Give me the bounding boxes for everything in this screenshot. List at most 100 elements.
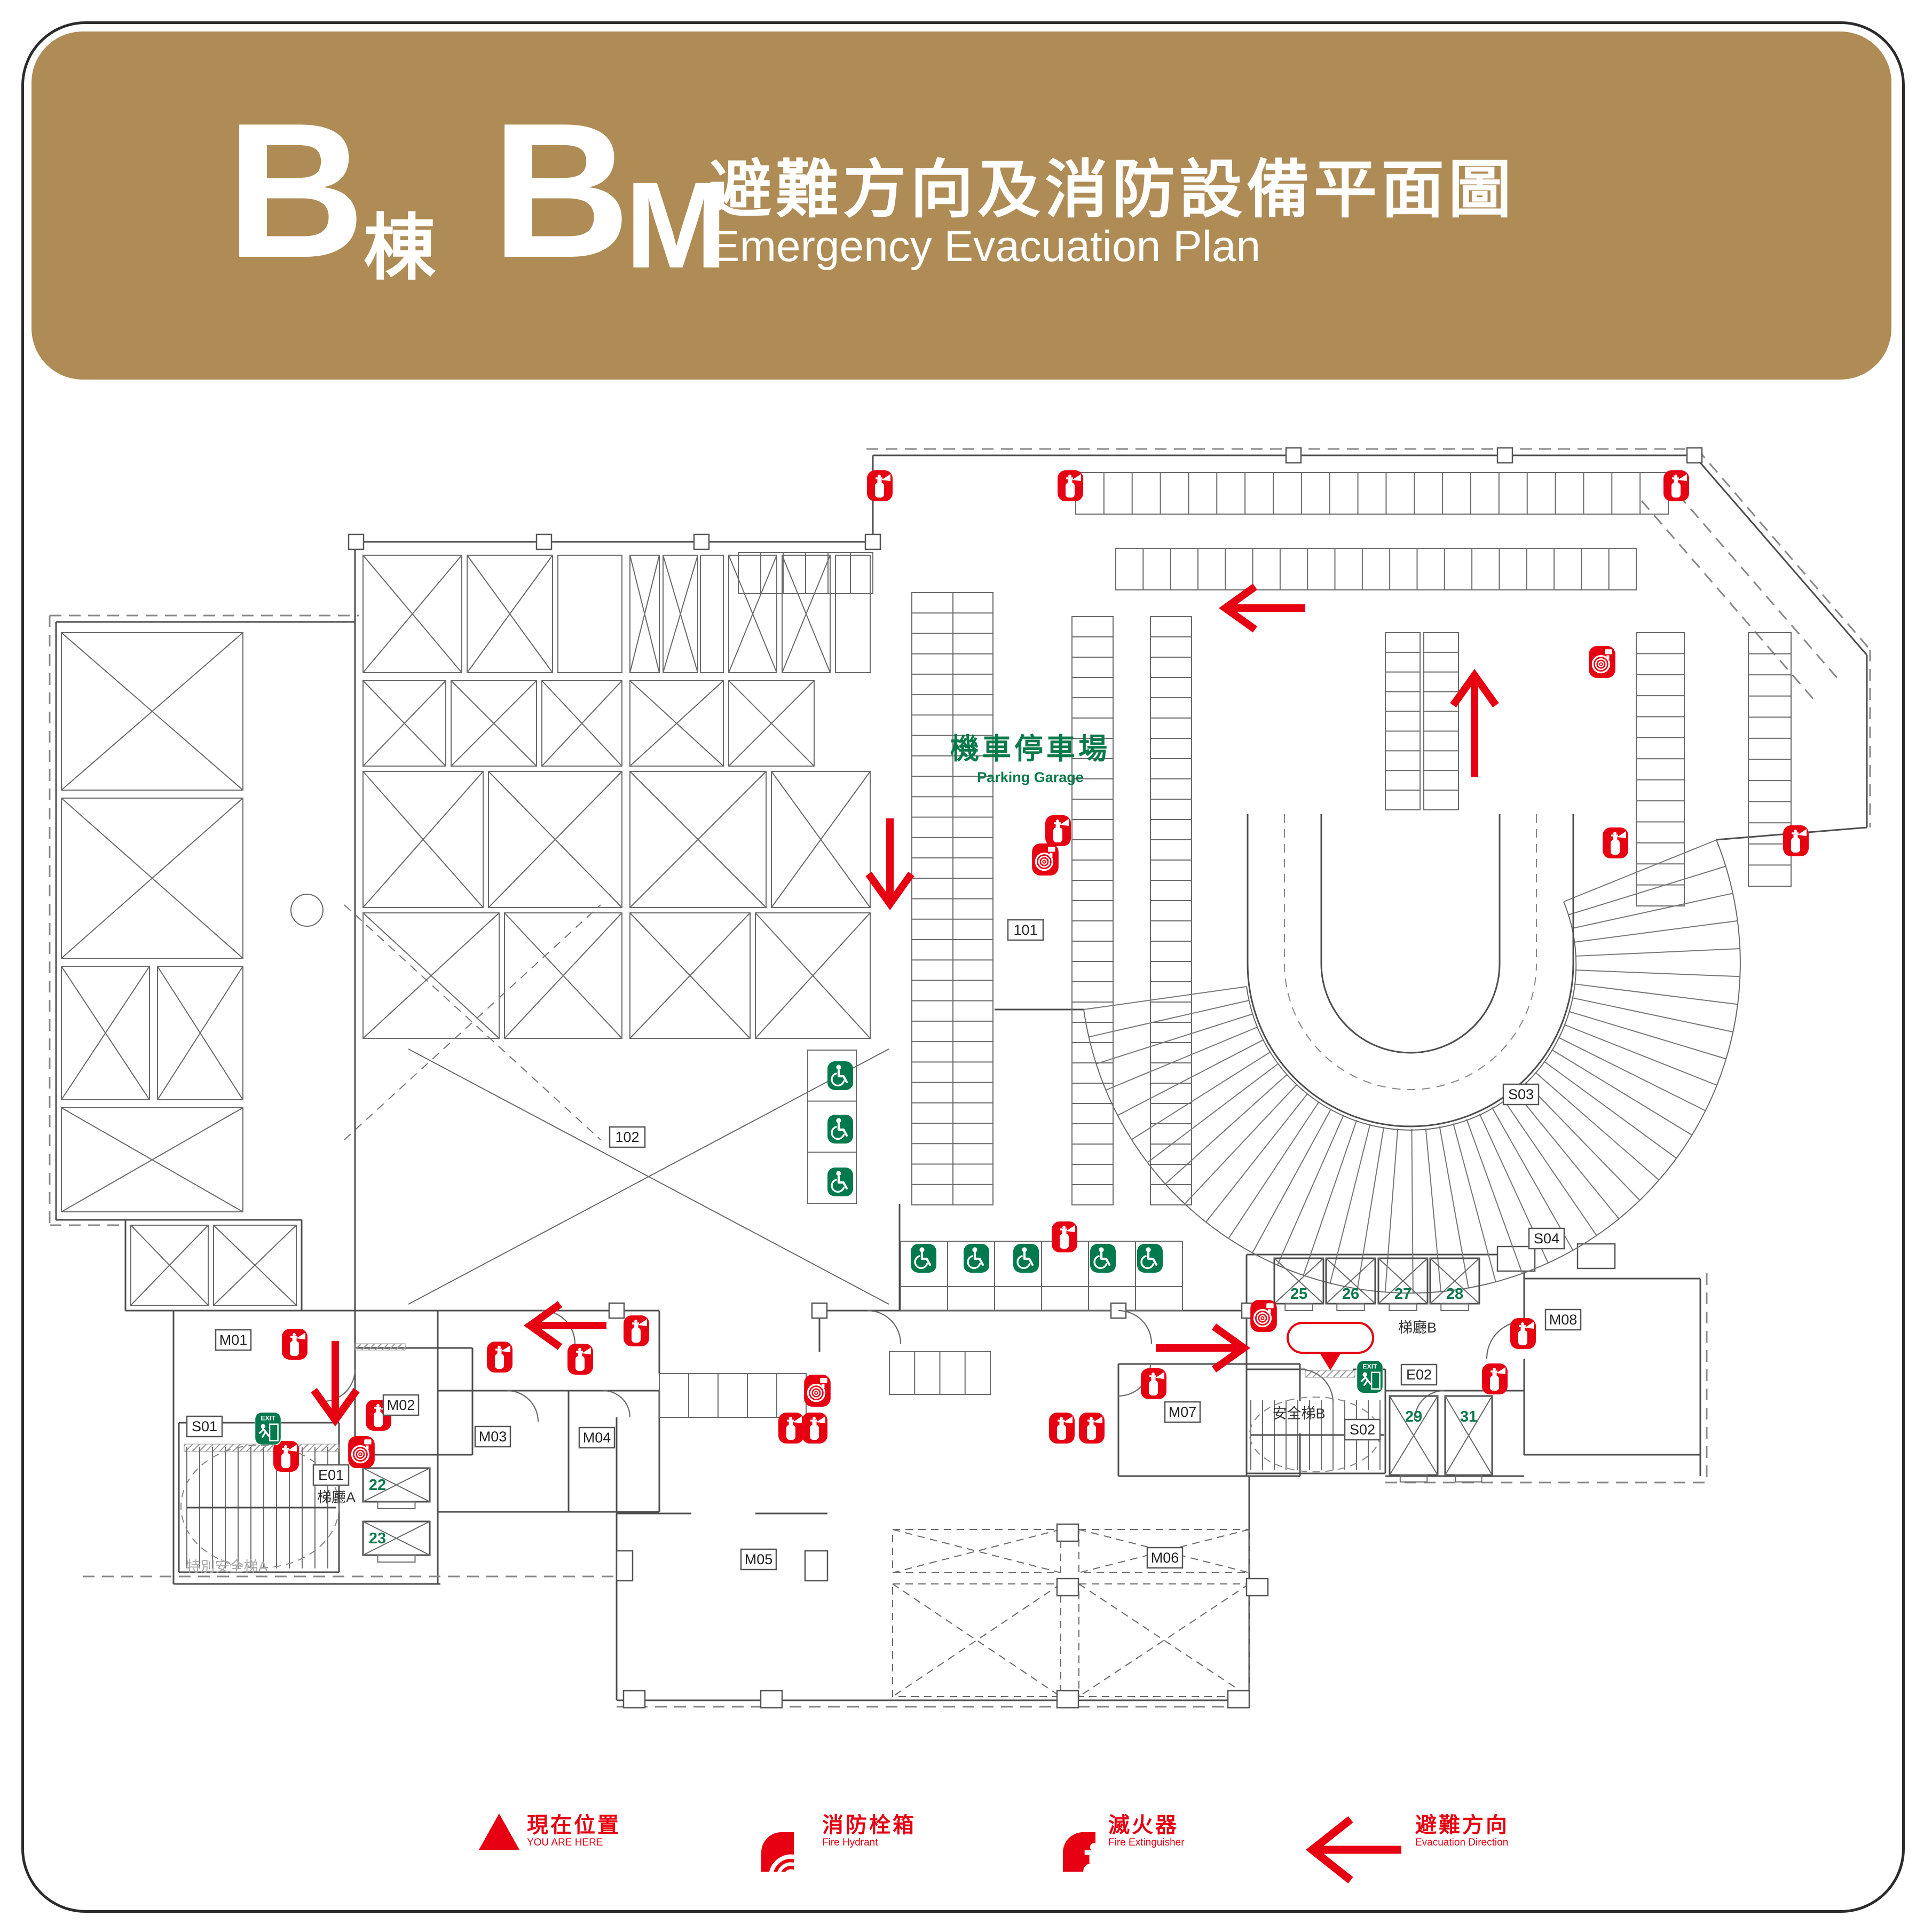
legend-zh: 消防栓箱 [822, 1813, 916, 1837]
accessible-parking-icon [1090, 1244, 1116, 1273]
elevator-number: 27 [1394, 1286, 1412, 1303]
fire-extinguisher-icon [487, 1342, 512, 1373]
plan-arrows [311, 583, 1499, 1427]
elevator-number: 22 [369, 1477, 386, 1494]
accessible-parking-icon [964, 1244, 989, 1273]
legend-zh: 現在位置 [527, 1813, 621, 1837]
room-label-S04: S04 [1534, 1231, 1559, 1247]
exit-icon [255, 1412, 281, 1445]
legend-fire-extinguisher [1030, 1793, 1095, 1874]
exit-icon [1357, 1360, 1383, 1393]
accessible-parking-icon [1137, 1244, 1163, 1273]
fire-hydrant-icon [1031, 843, 1059, 876]
legend-zh: 滅火器 [1108, 1813, 1179, 1837]
fire-extinguisher-icon [1045, 815, 1071, 846]
fire-extinguisher-icon [1482, 1363, 1508, 1394]
fire-extinguisher-icon [1141, 1368, 1166, 1399]
floor-suffix: M [625, 156, 728, 294]
legend-en: Fire Hydrant [822, 1837, 878, 1848]
room-label-E01: E01 [318, 1467, 344, 1483]
plan-elevators [362, 1257, 1493, 1563]
area-label: 梯廳B [1398, 1320, 1437, 1336]
accessible-parking-icon [827, 1168, 853, 1196]
plan-walls [55, 454, 1868, 1701]
fire-extinguisher-icon [778, 1413, 804, 1444]
room-label-S03: S03 [1508, 1086, 1534, 1102]
plan-stairs [180, 1397, 1384, 1568]
legend-en: Evacuation Direction [1415, 1837, 1509, 1848]
plan-labels: 機車停車場 Parking Garage 101 102 S03S04M01M02M03… [186, 733, 1582, 1575]
fire-extinguisher-icon [282, 1329, 307, 1360]
plan-boundaries [49, 448, 1871, 1708]
plan-structure [61, 447, 1703, 1709]
room-label-101: 101 [1013, 922, 1037, 938]
elevator-number: 31 [1460, 1408, 1477, 1425]
accessible-parking-icon [911, 1244, 936, 1273]
page-title-en: Emergency Evacuation Plan [711, 222, 1261, 271]
fire-hydrant-icon [729, 1793, 794, 1872]
legend-fire-hydrant-label: 消防栓箱 Fire Hydrant [822, 1813, 916, 1849]
room-label-M02: M02 [387, 1397, 415, 1413]
accessible-parking-icon [827, 1061, 853, 1090]
room-label-M06: M06 [1151, 1550, 1179, 1566]
fire-extinguisher-icon [1058, 470, 1083, 501]
fire-extinguisher-icon [567, 1344, 593, 1375]
room-label-S01: S01 [192, 1418, 217, 1434]
accessible-parking-icon [827, 1115, 853, 1144]
room-label-102: 102 [615, 1129, 639, 1145]
fire-extinguisher-icon [802, 1413, 827, 1444]
room-label-S02: S02 [1350, 1422, 1375, 1438]
page-title-zh: 避難方向及消防設備平面圖 [708, 155, 1516, 225]
building-letter: B [226, 83, 365, 298]
area-label: 特別安全梯A [186, 1559, 267, 1575]
room-label-M08: M08 [1549, 1312, 1578, 1328]
area-label: 安全梯B [1272, 1406, 1325, 1422]
legend-fire-extinguisher-label: 滅火器 Fire Extinguisher [1108, 1813, 1185, 1849]
legend-evacuation-direction-label: 避難方向 Evacuation Direction [1415, 1813, 1509, 1849]
fire-hydrant-icon [348, 1436, 375, 1468]
fire-extinguisher-icon [273, 1441, 299, 1472]
parking-garage-label-en: Parking Garage [977, 769, 1084, 785]
floor-letter: B [492, 83, 630, 298]
parking-garage-label-zh: 機車停車場 [950, 733, 1110, 765]
room-label-M07: M07 [1169, 1404, 1197, 1420]
fire-hydrant-icon [803, 1375, 831, 1407]
elevator-number: 25 [1290, 1286, 1307, 1303]
fire-extinguisher-icon [1052, 1221, 1077, 1252]
fire-extinguisher-icon [1663, 470, 1689, 501]
evacuation-direction-icon [1305, 1816, 1401, 1883]
legend-en: YOU ARE HERE [527, 1837, 603, 1848]
fire-extinguisher-icon [1510, 1318, 1536, 1349]
plan-ramp [1083, 814, 1741, 1294]
legend-en: Fire Extinguisher [1108, 1837, 1185, 1848]
fire-hydrant-icon [1588, 646, 1616, 678]
elevator-number: 26 [1342, 1286, 1359, 1303]
accessible-parking-icon [1013, 1244, 1039, 1273]
legend-you-are-here-label: 現在位置 YOU ARE HERE [527, 1813, 621, 1849]
fire-extinguisher-icon [867, 470, 893, 501]
header-banner: B 棟 B M 避難方向及消防設備平面圖 Emergency Evacuatio… [31, 31, 1891, 380]
elevator-number: 29 [1405, 1408, 1422, 1425]
fire-extinguisher-icon [1603, 827, 1628, 858]
fire-extinguisher-icon [624, 1315, 649, 1346]
fire-extinguisher-icon [1049, 1413, 1075, 1444]
room-label-M03: M03 [479, 1429, 507, 1445]
building-suffix: 棟 [364, 208, 436, 288]
room-label-E02: E02 [1406, 1367, 1432, 1383]
room-label-M01: M01 [219, 1332, 248, 1348]
room-label-M05: M05 [745, 1551, 773, 1567]
legend-evacuation-direction [1303, 1815, 1415, 1887]
plan-parking [659, 472, 1792, 1418]
legend-fire-hydrant [729, 1793, 794, 1874]
legend-zh: 避難方向 [1415, 1813, 1509, 1837]
you-are-here-marker [1287, 1322, 1374, 1370]
you-are-here-icon [479, 1813, 519, 1850]
sign-card: B 棟 B M 避難方向及消防設備平面圖 Emergency Evacuatio… [21, 21, 1905, 1913]
area-label: 梯廳A [317, 1489, 356, 1505]
legend-you-are-here [478, 1812, 521, 1854]
fire-extinguisher-icon [1079, 1413, 1105, 1444]
elevator-number: 28 [1446, 1286, 1463, 1303]
room-label-M04: M04 [583, 1430, 611, 1446]
fire-hydrant-icon [1250, 1300, 1278, 1332]
